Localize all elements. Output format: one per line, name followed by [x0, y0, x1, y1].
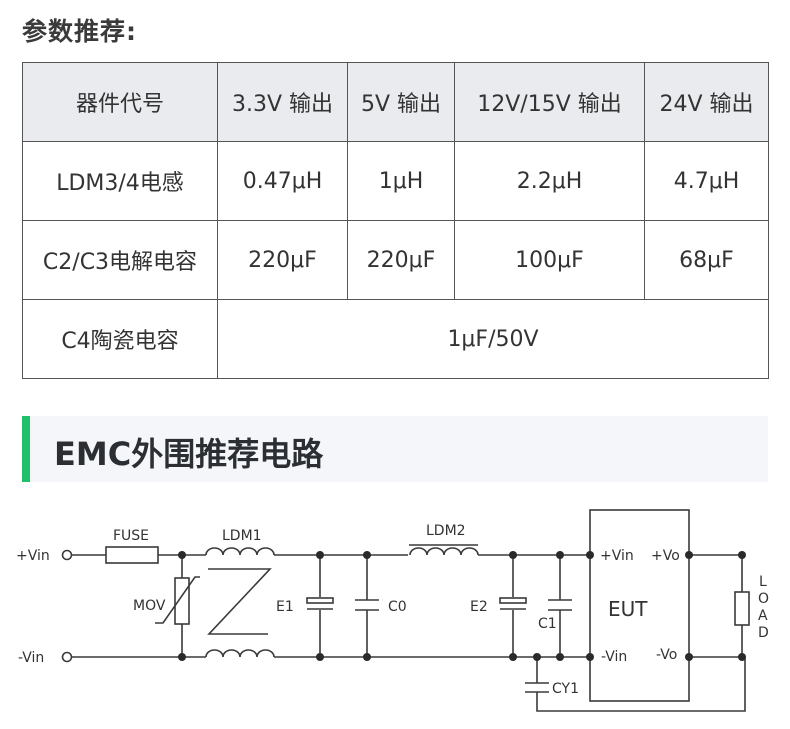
- vin-neg-label: -Vin: [18, 650, 44, 666]
- header-cell: 器件代号: [22, 62, 218, 142]
- table-header-row: 器件代号 3.3V 输出 5V 输出 12V/15V 输出 24V 输出: [22, 62, 769, 142]
- emc-circuit-diagram: +Vin -Vin FUSE MOV LDM1 E1 C0: [16, 509, 769, 712]
- cy1-capacitor: CY1: [525, 657, 746, 712]
- table-cell: 4.7μH: [644, 141, 769, 221]
- eut-vo-neg-label: -Vo: [656, 647, 677, 663]
- fuse: FUSE: [105, 528, 159, 564]
- table-cell: LDM3/4电感: [22, 141, 218, 221]
- eut-vin-neg-label: -Vin: [601, 649, 627, 665]
- c0-label: C0: [388, 599, 407, 615]
- table-cell: 0.47μH: [217, 141, 348, 221]
- eut-module: EUT +Vin -Vin +Vo -Vo: [589, 509, 690, 702]
- fuse-label: FUSE: [113, 528, 149, 544]
- load-label-d: D: [758, 625, 769, 641]
- table-row: C4陶瓷电容 1μF/50V: [22, 299, 769, 379]
- header-cell: 12V/15V 输出: [454, 62, 645, 142]
- header-cell: 5V 输出: [347, 62, 455, 142]
- table-row: C2/C3电解电容 220μF 220μF 100μF 68μF: [22, 220, 769, 300]
- e2-capacitor: E2: [470, 555, 527, 657]
- mov-label: MOV: [133, 598, 166, 614]
- c0-capacitor: C0: [355, 555, 407, 657]
- eut-vin-pos-label: +Vin: [600, 548, 634, 564]
- table-cell: 68μF: [644, 220, 769, 300]
- section-header: EMC外围推荐电路: [22, 416, 768, 482]
- c1-capacitor: C1: [538, 555, 572, 657]
- table-cell: 2.2μH: [454, 141, 645, 221]
- table-cell: 220μF: [217, 220, 348, 300]
- e2-label: E2: [470, 599, 488, 615]
- ldm1-label: LDM1: [222, 528, 262, 544]
- section-accent-bar: [22, 416, 30, 482]
- cy1-label: CY1: [552, 681, 579, 697]
- table-cell: 220μF: [347, 220, 455, 300]
- table-cell: C4陶瓷电容: [22, 299, 218, 379]
- mov-varistor: MOV: [133, 555, 200, 657]
- table-cell: 100μF: [454, 220, 645, 300]
- vin-neg-terminal: -Vin: [18, 650, 73, 666]
- eut-label: EUT: [608, 597, 648, 621]
- table-cell-merged: 1μF/50V: [217, 299, 769, 379]
- load-label-l: L: [759, 574, 767, 590]
- table-cell: C2/C3电解电容: [22, 220, 218, 300]
- e1-label: E1: [276, 599, 294, 615]
- params-table: 器件代号 3.3V 输出 5V 输出 12V/15V 输出 24V 输出 LDM…: [22, 62, 769, 379]
- load-resistor: L O A D: [690, 554, 769, 658]
- load-label-o: O: [758, 591, 769, 607]
- e1-capacitor: E1: [276, 555, 334, 657]
- eut-vo-pos-label: +Vo: [651, 548, 680, 564]
- params-title: 参数推荐:: [22, 17, 137, 46]
- ldm2-label: LDM2: [426, 523, 466, 539]
- c1-label: C1: [538, 616, 557, 632]
- junction-dots: [178, 551, 746, 661]
- table-row: LDM3/4电感 0.47μH 1μH 2.2μH 4.7μH: [22, 141, 769, 221]
- ldm2-inductor: LDM2: [409, 523, 479, 556]
- header-cell: 3.3V 输出: [217, 62, 348, 142]
- vin-pos-terminal: +Vin: [16, 548, 73, 564]
- header-cell: 24V 输出: [644, 62, 769, 142]
- vin-pos-label: +Vin: [16, 548, 50, 564]
- section-title: EMC外围推荐电路: [54, 435, 324, 473]
- ldm1-inductor: LDM1: [205, 528, 275, 658]
- load-label-a: A: [758, 608, 768, 624]
- table-cell: 1μH: [347, 141, 455, 221]
